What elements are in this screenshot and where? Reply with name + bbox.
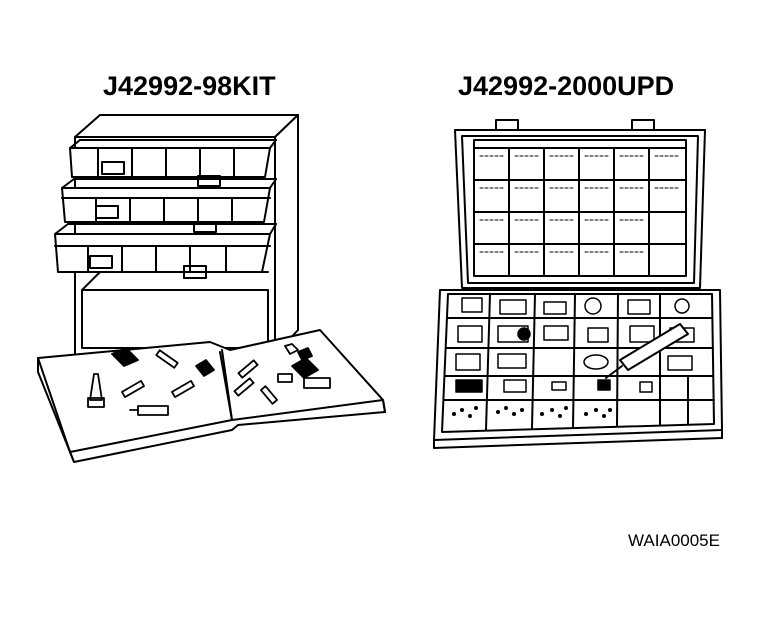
kit-label-98kit: J42992-98KIT <box>103 71 276 101</box>
drawer-cabinet <box>55 115 298 355</box>
kit-label-2000upd: J42992-2000UPD <box>458 71 675 101</box>
terminal-parts <box>88 344 330 415</box>
tray-case <box>434 120 722 448</box>
figure-code: WAIA0005E <box>628 531 720 550</box>
